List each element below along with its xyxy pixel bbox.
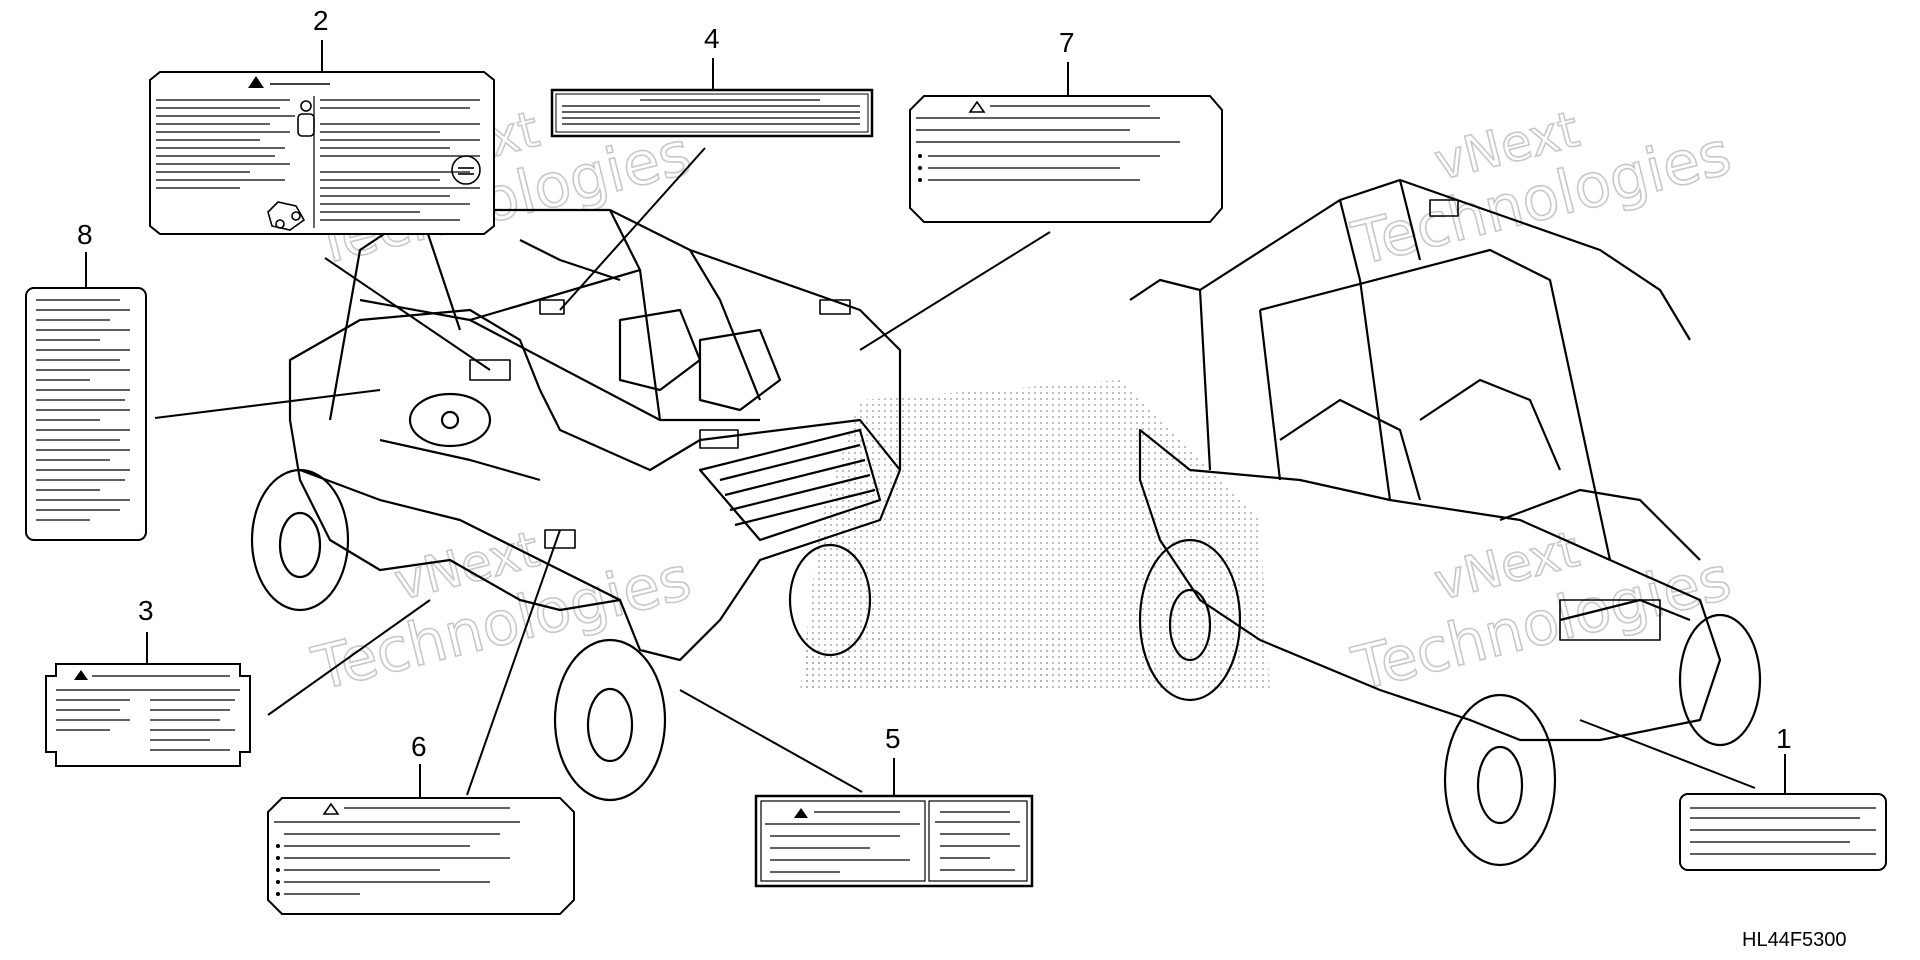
label-6: 6 [267,731,575,915]
person-icon [297,100,315,137]
watermark-3: vNext Technologies [305,519,698,705]
label-8: 8 [25,219,147,541]
warning-triangle-icon [322,802,340,815]
label-2: 2 [149,5,495,235]
warning-triangle-icon [248,76,264,88]
background-logo-text: HONDA [800,617,1086,705]
background-logo: HONDA [800,380,1270,705]
label-7: 7 [909,27,1223,223]
warning-triangle-icon [74,670,88,680]
warning-triangle-icon [968,100,986,113]
callout-number-5: 5 [885,723,901,754]
label-1: 1 [1679,723,1887,871]
watermark-4: vNext Technologies [1345,519,1738,705]
vehicle-icon [267,201,306,231]
label-3: 3 [45,595,251,767]
vehicle-right [1129,178,1762,867]
callout-number-8: 8 [77,219,93,250]
callout-number-4: 4 [704,23,720,54]
callout-number-6: 6 [411,731,427,762]
callout-number-2: 2 [313,5,329,36]
callout-number-1: 1 [1776,723,1792,754]
label-5: 5 [754,723,1034,888]
vehicle-left [250,208,902,802]
drawing-code: HL44F5300 [1742,929,1847,951]
warning-triangle-icon [794,808,808,818]
helmet-icon [451,155,481,185]
callout-number-3: 3 [138,595,154,626]
label-4: 4 [550,23,874,138]
leader-lines [154,147,1756,796]
callout-number-7: 7 [1059,27,1075,58]
watermark-2: vNext Technologies [1345,99,1738,280]
